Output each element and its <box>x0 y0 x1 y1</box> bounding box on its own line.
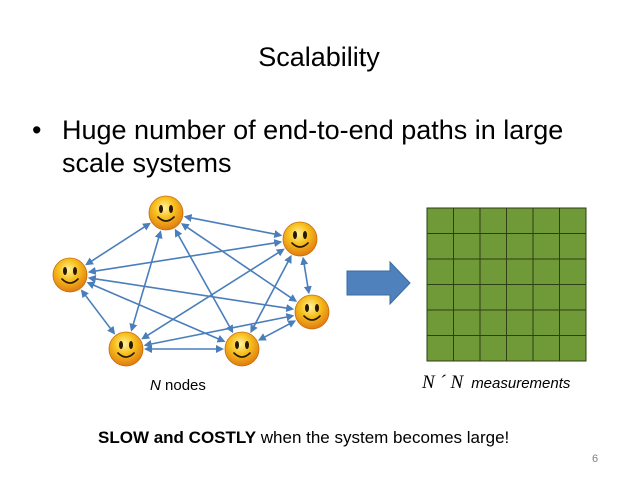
right-arrow-icon <box>346 260 411 306</box>
nodes-caption-text: nodes <box>160 377 206 394</box>
network-edges <box>80 214 312 353</box>
matrix-cell <box>559 258 587 285</box>
edge-arrow-4 <box>174 228 234 334</box>
edge-arrow-3 <box>180 223 298 302</box>
matrix-cell <box>426 284 454 311</box>
matrix-cell <box>426 258 454 285</box>
footer-bold-text: SLOW and COSTLY <box>98 428 257 447</box>
matrix-cell <box>506 284 534 311</box>
matrix-cell <box>532 309 560 336</box>
smiley-face-icon <box>148 195 184 231</box>
matrix-cell <box>479 258 507 285</box>
smiley-face-icon <box>52 257 88 293</box>
edge-arrow-10 <box>80 289 116 335</box>
bullet-text: Huge number of end-to-end paths in large… <box>62 115 564 178</box>
matrix-cell <box>426 335 454 362</box>
matrix-cell <box>479 335 507 362</box>
matrix-cell <box>453 233 481 260</box>
edge-arrow-13 <box>257 320 297 341</box>
smiley-face-icon <box>224 331 260 367</box>
matrix-cell <box>479 309 507 336</box>
measurements-caption-text: measurements <box>471 375 571 392</box>
nodes-caption-var: N <box>150 377 161 394</box>
edge-arrow-1 <box>85 222 151 266</box>
matrix-cell <box>532 335 560 362</box>
edge-arrow-8 <box>87 274 295 313</box>
matrix-cell <box>506 207 534 234</box>
edge-arrow-6 <box>141 248 285 340</box>
smiley-face-icon <box>282 221 318 257</box>
edge-arrow-14 <box>250 254 292 334</box>
matrix-cell <box>453 284 481 311</box>
bullet-point: • Huge number of end-to-end paths in lar… <box>32 114 612 180</box>
matrix-cell <box>532 207 560 234</box>
matrix-cell <box>532 233 560 260</box>
network-nodes <box>52 195 330 367</box>
bullet-marker: • <box>32 115 42 145</box>
matrix-cell <box>506 309 534 336</box>
edge-arrow-11 <box>143 313 295 348</box>
matrix-cell <box>559 335 587 362</box>
smiley-face-icon <box>108 331 144 367</box>
matrix-cell <box>506 258 534 285</box>
edge-arrow-9 <box>86 281 226 343</box>
footer-statement: SLOW and COSTLY when the system becomes … <box>98 428 509 448</box>
measurements-caption-math: N ´ N <box>422 372 464 393</box>
matrix-cell <box>453 258 481 285</box>
matrix-cell <box>559 284 587 311</box>
matrix-cell <box>453 207 481 234</box>
edge-arrow-7 <box>300 256 312 295</box>
matrix-cell <box>506 335 534 362</box>
measurements-caption: N ´ N measurements <box>422 372 570 394</box>
matrix-cell <box>426 207 454 234</box>
matrix-cell <box>479 233 507 260</box>
matrix-cell <box>453 335 481 362</box>
matrix-cell <box>426 233 454 260</box>
matrix-cell <box>532 258 560 285</box>
edge-arrow-2 <box>129 230 163 332</box>
footer-rest-text: when the system becomes large! <box>256 428 510 447</box>
page-number: 6 <box>592 453 599 465</box>
matrix-cell <box>559 233 587 260</box>
edge-arrow-0 <box>183 214 283 238</box>
matrix-cell <box>479 207 507 234</box>
matrix-cell <box>559 207 587 234</box>
smiley-face-icon <box>294 294 330 330</box>
nodes-caption: N nodes <box>150 377 206 394</box>
matrix-cell <box>506 233 534 260</box>
matrix-cell <box>453 309 481 336</box>
matrix-cell <box>559 309 587 336</box>
matrix-cell <box>479 284 507 311</box>
matrix-cell <box>532 284 560 311</box>
measurement-matrix <box>426 207 587 362</box>
slide-title: Scalability <box>258 42 380 72</box>
matrix-cell <box>426 309 454 336</box>
